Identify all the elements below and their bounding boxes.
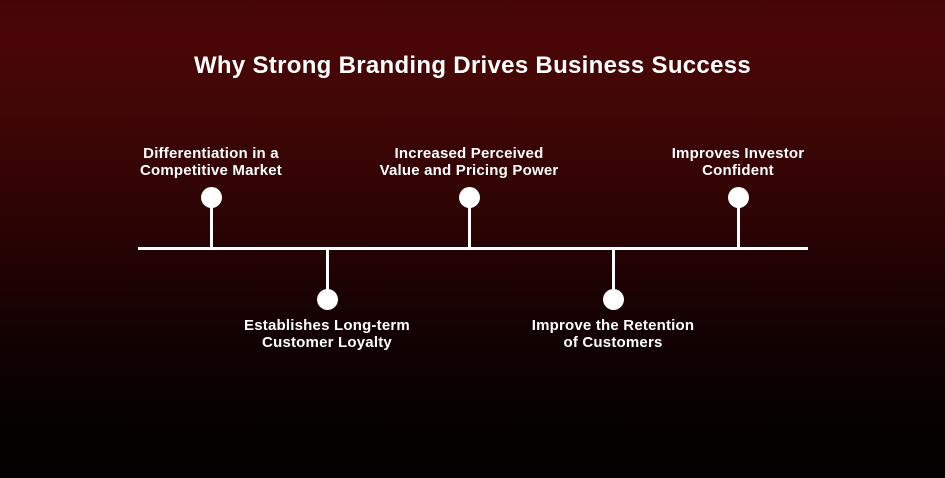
label-line-1: Improves Investor <box>671 145 805 162</box>
timeline-node-label: Differentiation in a Competitive Market <box>76 145 346 179</box>
timeline-connector <box>325 249 329 291</box>
timeline-connector <box>611 249 615 291</box>
timeline-line <box>138 247 808 250</box>
label-line-2: Customer Loyalty <box>262 334 392 351</box>
timeline-connector <box>736 206 740 250</box>
timeline-connector <box>209 206 213 250</box>
timeline-node-dot <box>316 289 338 310</box>
label-line-1: Establishes Long-term <box>244 317 410 334</box>
label-line-2: Value and Pricing Power <box>379 162 559 179</box>
label-line-2: Confident <box>702 162 774 179</box>
label-line-1: Increased Perceived <box>394 145 544 162</box>
timeline-connector <box>467 206 471 250</box>
timeline-node-label: Improve the Retention of Customers <box>478 317 748 351</box>
timeline-node-dot <box>727 187 749 208</box>
timeline-node-label: Establishes Long-term Customer Loyalty <box>192 317 462 351</box>
timeline-node-dot <box>458 187 480 208</box>
timeline-node-dot <box>602 289 624 310</box>
timeline-node-dot <box>200 187 222 208</box>
timeline-node-label: Improves Investor Confident <box>603 145 873 179</box>
label-line-1: Improve the Retention <box>531 317 695 334</box>
label-line-2: of Customers <box>563 334 663 351</box>
label-line-2: Competitive Market <box>140 162 282 179</box>
page-title: Why Strong Branding Drives Business Succ… <box>193 52 752 79</box>
timeline-node-label: Increased Perceived Value and Pricing Po… <box>334 145 604 179</box>
label-line-1: Differentiation in a <box>143 145 279 162</box>
